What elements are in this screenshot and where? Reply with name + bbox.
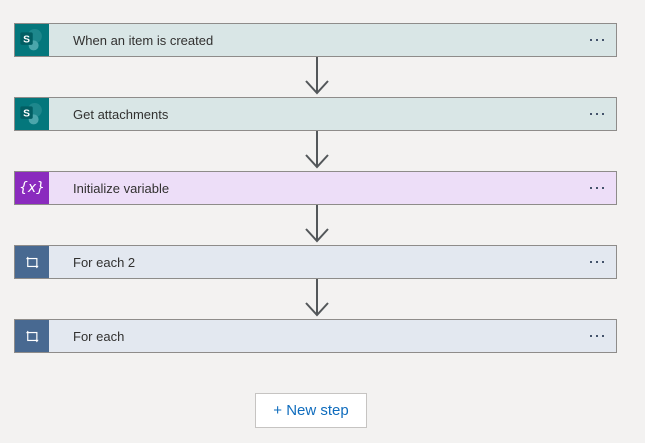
sharepoint-icon: S [15, 24, 49, 56]
step-card-initialize-variable[interactable]: {x} Initialize variable [14, 171, 617, 205]
step-menu-button[interactable] [584, 253, 610, 271]
step-menu-button[interactable] [584, 105, 610, 123]
variables-glyph: {x} [18, 180, 46, 196]
step-title: Initialize variable [73, 180, 170, 196]
arrow-down-icon [305, 57, 329, 95]
svg-text:S: S [23, 34, 30, 45]
ellipsis-icon [590, 39, 604, 41]
step-menu-button[interactable] [584, 327, 610, 345]
step-card-for-each-2[interactable]: For each 2 [14, 245, 617, 279]
step-card-get-attachments[interactable]: S Get attachments [14, 97, 617, 131]
step-menu-button[interactable] [584, 31, 610, 49]
step-title: Get attachments [73, 106, 169, 122]
arrow-down-icon [305, 279, 329, 317]
svg-text:S: S [23, 108, 30, 119]
arrow-down-icon [305, 131, 329, 169]
step-title: When an item is created [73, 32, 214, 48]
variables-icon: {x} [15, 172, 49, 204]
step-menu-button[interactable] [584, 179, 610, 197]
arrow-down-icon [305, 205, 329, 243]
step-card-when-an-item-is-created[interactable]: S When an item is created [14, 23, 617, 57]
new-step-button[interactable]: + New step [255, 393, 367, 428]
ellipsis-icon [590, 335, 604, 337]
ellipsis-icon [590, 261, 604, 263]
loop-icon [15, 246, 49, 278]
ellipsis-icon [590, 187, 604, 189]
ellipsis-icon [590, 113, 604, 115]
loop-icon [15, 320, 49, 352]
step-card-for-each[interactable]: For each [14, 319, 617, 353]
sharepoint-icon: S [15, 98, 49, 130]
step-title: For each 2 [73, 254, 136, 270]
step-title: For each [73, 328, 125, 344]
